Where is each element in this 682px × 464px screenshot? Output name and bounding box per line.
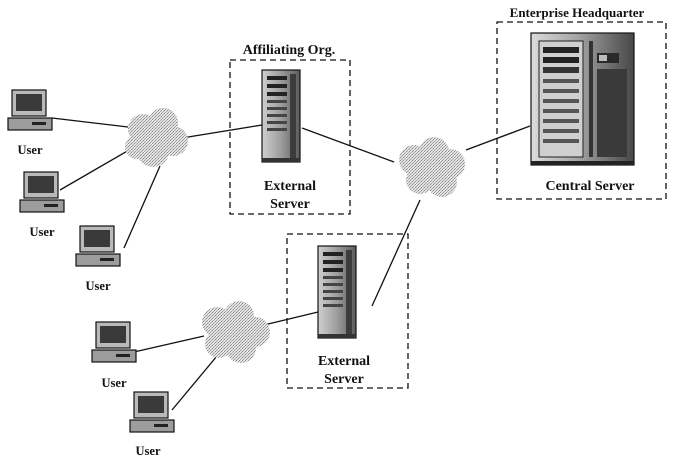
desktop-computer-icon [129, 391, 175, 433]
desktop-computer-icon [91, 321, 137, 363]
network-cloud-icon [202, 301, 270, 363]
affiliating-org-title: Affiliating Org. [243, 43, 336, 58]
external-server-2-label-line2: Server [324, 372, 364, 387]
user-label: User [102, 376, 127, 390]
external-server-1-label-line2: Server [270, 197, 310, 212]
central-server-label: Central Server [545, 179, 634, 194]
desktop-computer-icon [7, 89, 53, 131]
link-user1-cloud1 [51, 117, 129, 128]
link-cloud2-central [465, 125, 531, 151]
tower-server-icon [317, 245, 357, 339]
link-user4-cloud3 [133, 335, 205, 353]
user-label: User [136, 444, 161, 458]
network-cloud-icon [125, 108, 188, 167]
connection-lines [51, 117, 531, 411]
link-external2-cloud3 [263, 311, 319, 326]
desktop-computer-icon [19, 171, 65, 213]
user-label: User [86, 279, 111, 293]
tower-server-icon [261, 69, 301, 163]
external-server-1-label-line1: External [264, 179, 316, 194]
link-user5-cloud3 [171, 349, 223, 411]
link-cloud1-external1 [181, 124, 263, 139]
link-cloud2-external2 [371, 199, 421, 307]
enterprise-headquarter-box [496, 21, 667, 200]
external-server-2-box [286, 233, 409, 389]
tower-server-icon [530, 32, 635, 166]
user-label: User [18, 143, 43, 157]
user-label: User [30, 225, 55, 239]
link-external1-cloud2 [301, 127, 395, 163]
desktop-computer-icon [75, 225, 121, 267]
affiliating-org-box [229, 59, 351, 215]
link-user2-cloud1 [59, 145, 137, 191]
enterprise-headquarter-title: Enterprise Headquarter [510, 5, 645, 20]
link-user3-cloud1 [123, 165, 161, 249]
external-server-2-label-line1: External [318, 354, 370, 369]
network-cloud-icon [399, 137, 465, 197]
